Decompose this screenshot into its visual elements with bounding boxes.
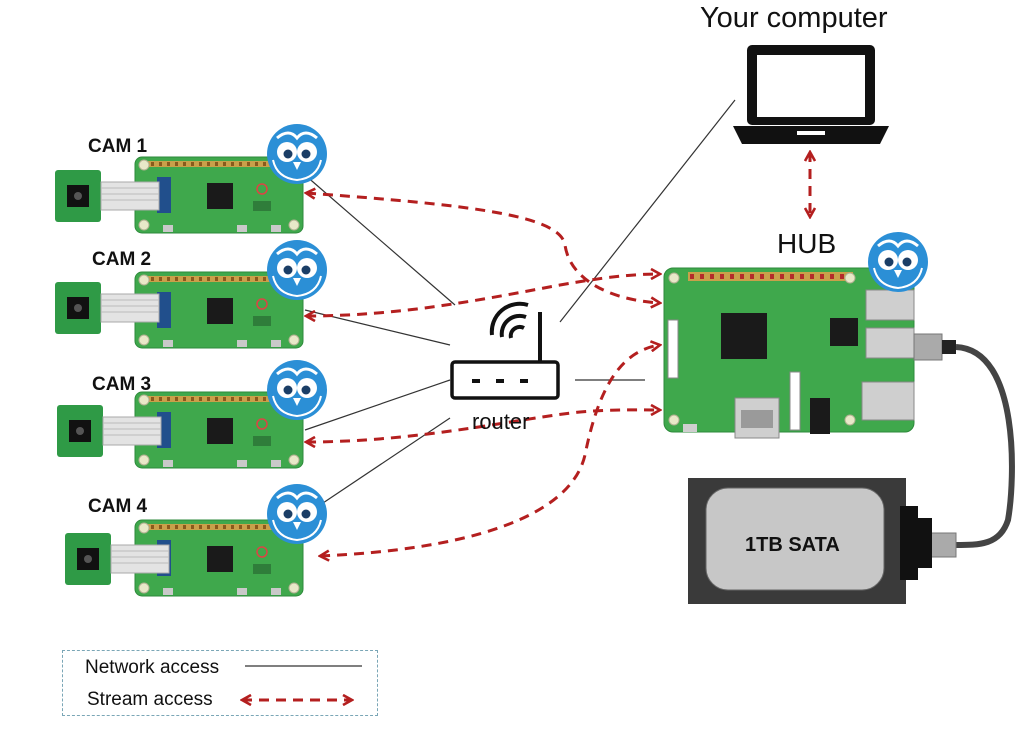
hub-label: HUB — [777, 228, 837, 259]
legend-network-label: Network access — [85, 657, 220, 678]
stream-line-cam4 — [320, 345, 660, 556]
stream-links — [306, 152, 810, 556]
computer-label: Your computer — [700, 2, 888, 34]
camera-label-3: CAM 3 — [92, 374, 152, 395]
stream-line-cam1 — [306, 193, 660, 303]
legend-swatches — [242, 665, 362, 700]
usb-cable-icon — [913, 333, 1015, 558]
legend-stream-label: Stream access — [87, 689, 213, 710]
wifi-router-icon — [450, 301, 560, 400]
camera-label-2: CAM 2 — [92, 249, 152, 270]
router-label: router — [472, 409, 530, 434]
storage-label: 1TB SATA — [745, 534, 840, 556]
sata-drive-icon — [688, 478, 932, 604]
network-line-cam4 — [319, 417, 451, 506]
hub-owl-logo-icon — [866, 230, 930, 294]
camera-label-1: CAM 1 — [88, 136, 148, 157]
stream-line-cam2 — [306, 274, 660, 316]
legend-box: Network access Stream access — [62, 650, 378, 716]
camera-label-4: CAM 4 — [88, 496, 148, 517]
laptop-icon — [733, 45, 889, 144]
hub-board — [663, 267, 915, 439]
